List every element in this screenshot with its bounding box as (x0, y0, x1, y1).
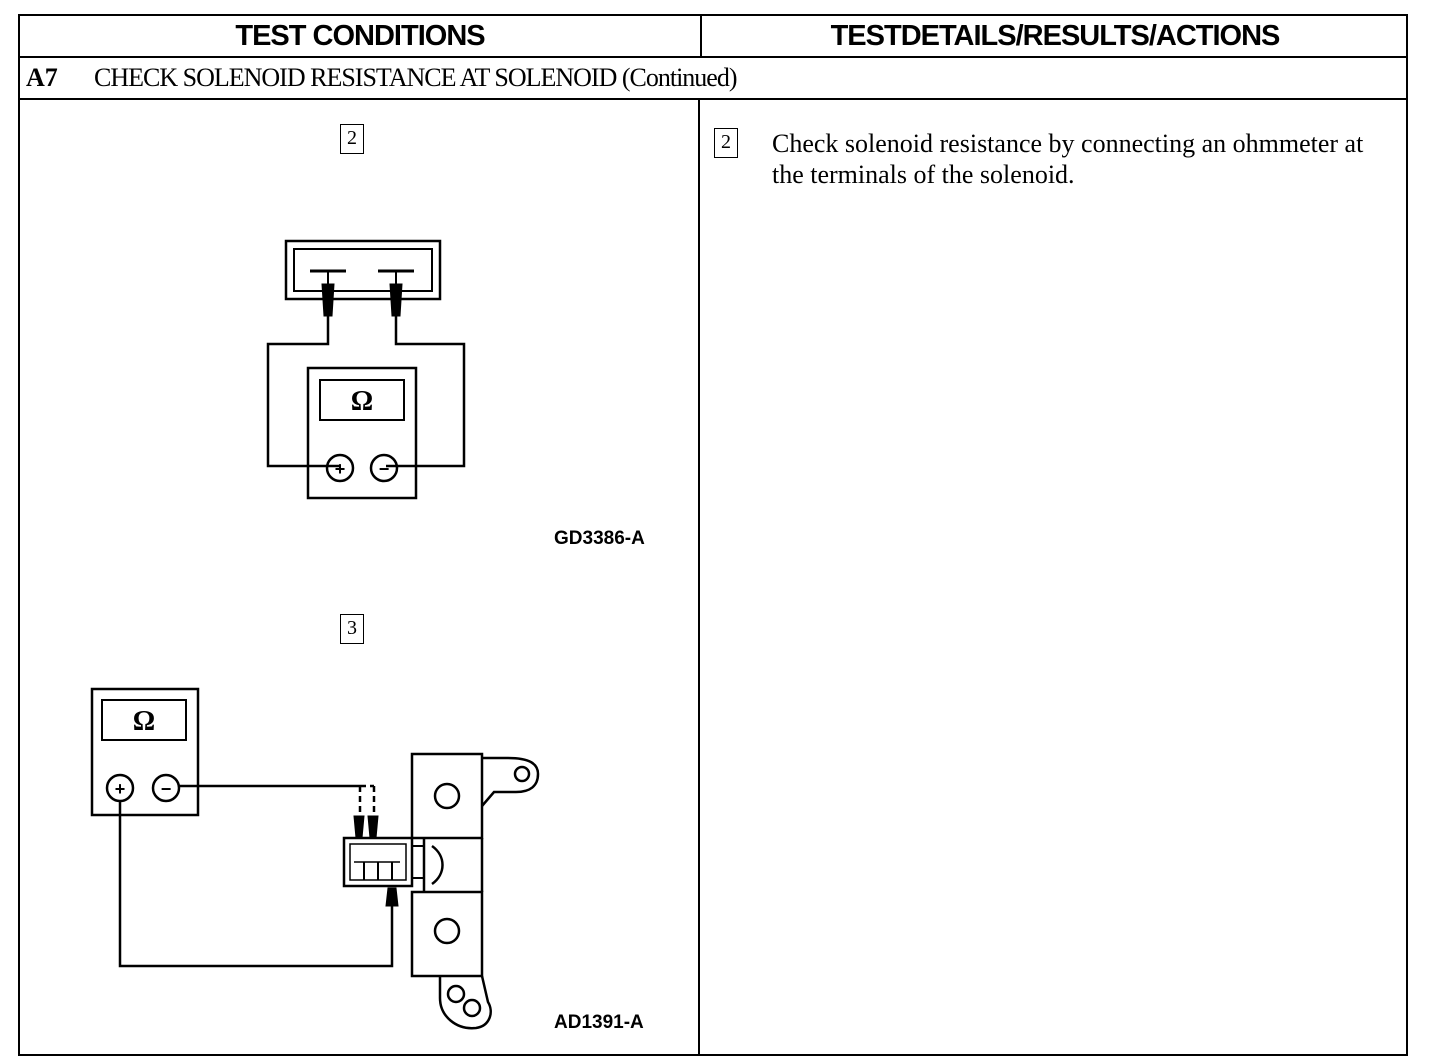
connector-shape (284, 239, 442, 301)
figure-3-number: 3 (340, 614, 364, 644)
step-title: CHECK SOLENOID RESISTANCE AT SOLENOID (C… (94, 63, 737, 92)
solenoid-body (410, 752, 540, 1030)
detail-2-number: 2 (714, 128, 738, 158)
figure-3-label: AD1391-A (554, 1012, 644, 1033)
plus-symbol: + (335, 459, 346, 479)
figure-2-diagram: Ω + − (266, 239, 466, 500)
test-leads (266, 316, 466, 468)
ohmmeter-body (90, 687, 200, 817)
figure-2-number: 2 (340, 124, 364, 154)
detail-2-text: Check solenoid resistance by connecting … (772, 129, 1364, 189)
column-divider-body (698, 100, 700, 1056)
header-test-conditions: TEST CONDITIONS (235, 20, 485, 52)
table-header-row: TEST CONDITIONS TESTDETAILS/RESULTS/ACTI… (20, 16, 1406, 58)
plus-symbol: + (115, 779, 126, 799)
probe-shapes (353, 815, 399, 907)
solenoid-connector (342, 836, 425, 888)
ohm-symbol: Ω (133, 706, 155, 737)
test-table: TEST CONDITIONS TESTDETAILS/RESULTS/ACTI… (18, 14, 1408, 1056)
column-divider-header (700, 16, 702, 58)
ohm-symbol: Ω (351, 386, 373, 417)
header-test-details: TESTDETAILS/RESULTS/ACTIONS (830, 20, 1281, 52)
dashed-probe-leads (358, 784, 376, 816)
ohmmeter-body (306, 366, 418, 500)
step-row: A7 CHECK SOLENOID RESISTANCE AT SOLENOID… (20, 58, 1406, 100)
probe-shapes (321, 283, 403, 317)
minus-symbol: − (379, 459, 390, 479)
minus-symbol: − (161, 779, 172, 799)
step-id: A7 (26, 63, 58, 92)
figure-2-label: GD3386-A (554, 528, 645, 549)
figure-3-diagram: Ω + − (90, 687, 540, 1030)
test-leads (118, 784, 394, 968)
